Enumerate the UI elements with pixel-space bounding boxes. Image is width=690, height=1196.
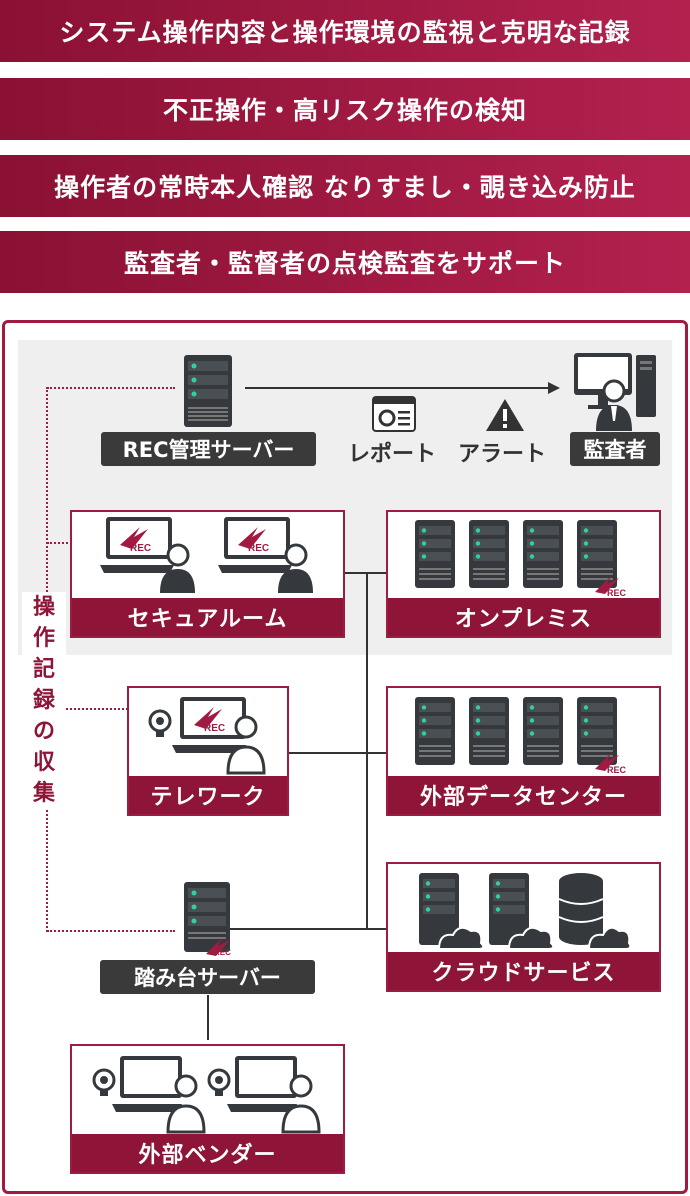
collection-line-top: [47, 387, 175, 389]
cloud-services-icon: [419, 873, 632, 950]
bastion-rec-badge: REC: [214, 948, 231, 956]
bastion-server-icon: REC: [184, 882, 231, 956]
external-vendor-label: 外部ベンダー: [72, 1134, 343, 1172]
banner-detection: 不正操作・高リスク操作の検知: [0, 78, 690, 140]
secure-room-operator-2-icon: REC: [218, 517, 313, 593]
datacenter-rec-badge: REC: [607, 765, 627, 773]
secure-room-operator-1-icon: REC: [100, 517, 195, 593]
onpremise-label: オンプレミス: [388, 598, 659, 636]
collection-label: 操 作 記 録 の 収 集: [22, 592, 66, 809]
report-label: レポート: [348, 442, 437, 467]
telework-rec-badge: REC: [204, 723, 225, 734]
report-icon: [372, 396, 416, 432]
collection-line-telework: [47, 708, 152, 710]
connector-telework: [288, 752, 386, 754]
banner-monitoring: システム操作内容と操作環境の監視と克明な記録: [0, 0, 690, 62]
banner-identity: 操作者の常時本人確認 なりすまし・覗き込み防止: [0, 155, 690, 217]
rec-server-label: REC管理サーバー: [101, 432, 316, 466]
bastion-server-label: 踏み台サーバー: [100, 960, 315, 994]
auditor-label: 監査者: [570, 432, 660, 466]
alert-label: アラート: [458, 442, 547, 467]
connector-bastion: [230, 928, 386, 930]
external-datacenter-servers-icon: REC: [415, 697, 627, 773]
auditor-workstation-icon: [574, 353, 656, 431]
external-datacenter-label: 外部データセンター: [388, 776, 659, 814]
vendor-operator-1-icon: [92, 1056, 206, 1134]
onpremise-rec-badge: REC: [607, 588, 627, 596]
banner-audit-support: 監査者・監督者の点検監査をサポート: [0, 231, 690, 293]
connector-trunk: [366, 572, 368, 930]
vendor-operator-2-icon: [207, 1056, 321, 1134]
cloud-services-label: クラウドサービス: [388, 952, 659, 990]
secure-rec-badge-1: REC: [130, 543, 151, 554]
connector-secure: [344, 572, 386, 574]
secure-room-label: セキュアルーム: [72, 598, 343, 636]
rec-server-icon: [184, 355, 232, 427]
arrow-to-auditor: [245, 382, 560, 394]
onpremise-servers-icon: REC: [415, 520, 627, 596]
collection-line-bastion: [47, 930, 175, 932]
connector-vendor: [207, 995, 209, 1040]
telework-operator-icon: REC: [148, 697, 266, 775]
telework-label: テレワーク: [129, 776, 287, 814]
alert-icon: [486, 399, 524, 431]
secure-rec-badge-2: REC: [248, 543, 269, 554]
